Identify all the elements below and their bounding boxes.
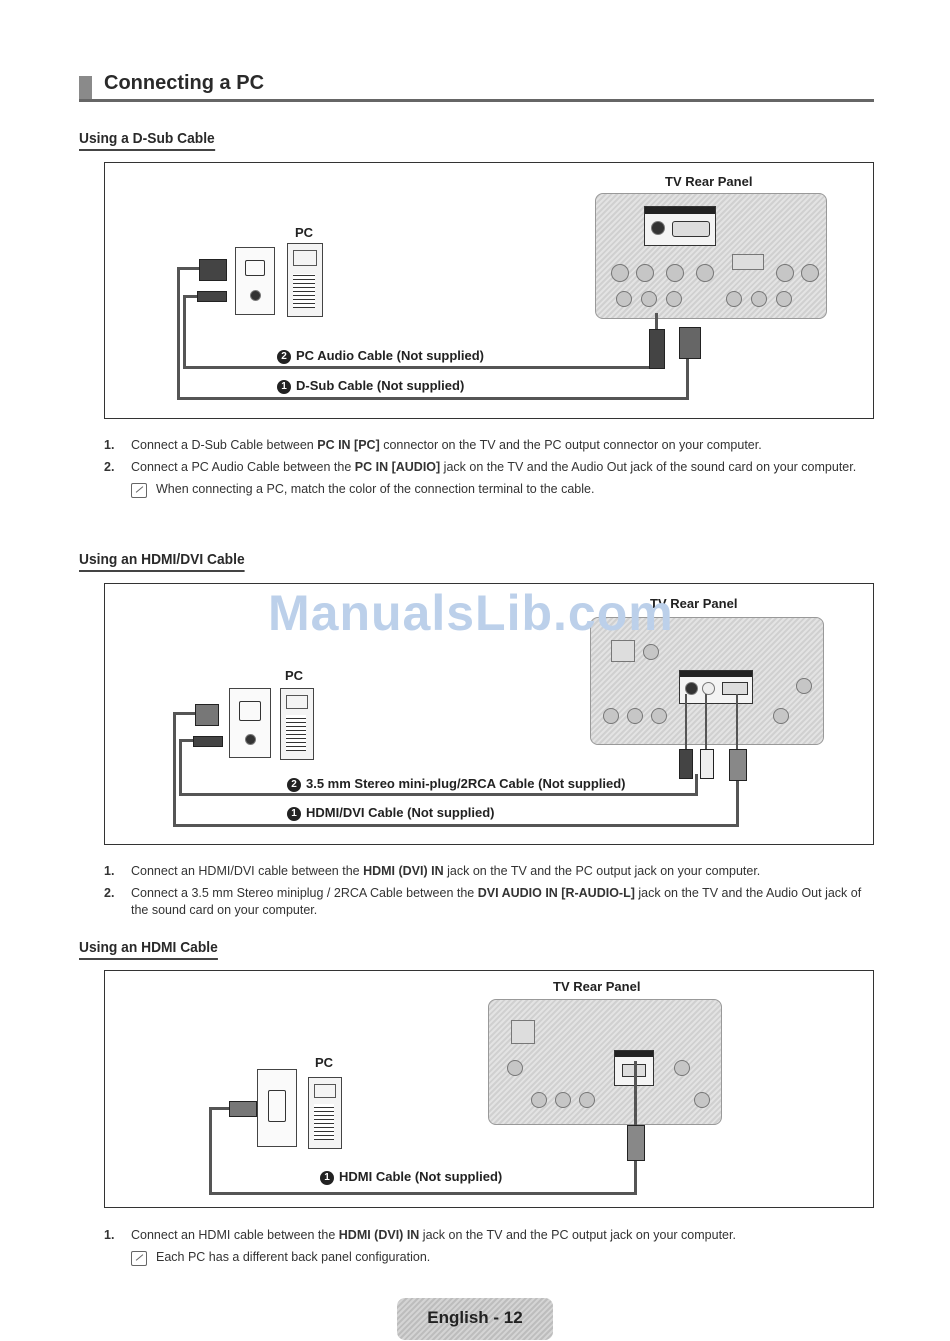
rca-plug-red [679, 749, 693, 779]
pc-back-panel [235, 247, 275, 315]
dvi-plug-pc [195, 704, 219, 726]
section-heading-hdmi-dvi: Using an HDMI/DVI Cable [79, 551, 245, 572]
dsub-cable [177, 397, 689, 400]
page-footer: English - 12 [397, 1298, 553, 1340]
audio-plug-pc [197, 291, 227, 302]
pc-back-panel [257, 1069, 297, 1147]
pc-in-terminal [644, 206, 716, 246]
pc-tower [287, 243, 323, 317]
hdmi-plug-tv [729, 749, 747, 781]
dvi-audio-jack-l [702, 682, 715, 695]
pc-tower [280, 688, 314, 760]
badge-1: 1 [287, 807, 301, 821]
title-rule [79, 99, 874, 102]
badge-2: 2 [287, 778, 301, 792]
hdmi-port [722, 682, 748, 695]
hdmi-plug-tv [627, 1125, 645, 1161]
section-heading-hdmi: Using an HDMI Cable [79, 939, 218, 960]
pc-audio-cable [183, 366, 658, 369]
tv-rear-panel [590, 617, 824, 745]
watermark: ManualsLib.com [268, 585, 674, 641]
pc-back-panel [229, 688, 271, 758]
hdmi-note: Each PC has a different back panel confi… [104, 1249, 874, 1266]
tv-rear-panel [488, 999, 722, 1125]
miniplug-pc [193, 736, 223, 747]
note-icon [131, 1251, 147, 1266]
dsub-step-2: 2.Connect a PC Audio Cable between the P… [104, 460, 857, 474]
dsub-step-1: 1.Connect a D-Sub Cable between PC IN [P… [104, 438, 762, 452]
badge-1: 1 [277, 380, 291, 394]
stereo-cable [179, 793, 697, 796]
audio-plug-tv [649, 329, 665, 369]
page-title: Connecting a PC [104, 72, 265, 94]
tv-rear-panel-label: TV Rear Panel [665, 174, 753, 189]
badge-1: 1 [320, 1171, 334, 1185]
hdmi-steps: 1.Connect an HDMI cable between the HDMI… [104, 1227, 874, 1266]
pc-label: PC [315, 1055, 334, 1070]
section-heading-dsub: Using a D-Sub Cable [79, 130, 215, 151]
hdmi-cable [209, 1192, 637, 1195]
hdmi-dvi-cable [173, 824, 739, 827]
tv-rear-panel [595, 193, 827, 319]
dsub-note: When connecting a PC, match the color of… [104, 481, 874, 498]
hdmi-dvi-step-1: 1.Connect an HDMI/DVI cable between the … [104, 864, 761, 878]
pc-label: PC [295, 225, 314, 240]
title-marker [79, 76, 92, 100]
dvi-audio-jack-r [685, 682, 698, 695]
hdmi-plug-pc [229, 1101, 257, 1117]
pc-audio-jack [651, 221, 665, 235]
dvi-hdmi-terminal [679, 670, 753, 704]
tv-rear-panel-label: TV Rear Panel [650, 596, 738, 611]
badge-2: 2 [277, 350, 291, 364]
pc-label: PC [285, 668, 304, 683]
hdmi-dvi-step-2: 2.Connect a 3.5 mm Stereo miniplug / 2RC… [104, 886, 862, 917]
dsub-steps: 1.Connect a D-Sub Cable between PC IN [P… [104, 437, 874, 498]
tv-rear-panel-label: TV Rear Panel [553, 979, 641, 994]
hdmi-dvi-steps: 1.Connect an HDMI/DVI cable between the … [104, 863, 874, 924]
rca-plug-white [700, 749, 714, 779]
dsub-plug-tv [679, 327, 701, 359]
dsub-port [672, 221, 710, 237]
dsub-plug-pc [199, 259, 227, 281]
hdmi-step-1: 1.Connect an HDMI cable between the HDMI… [104, 1228, 736, 1242]
note-icon [131, 483, 147, 498]
pc-tower [308, 1077, 342, 1149]
